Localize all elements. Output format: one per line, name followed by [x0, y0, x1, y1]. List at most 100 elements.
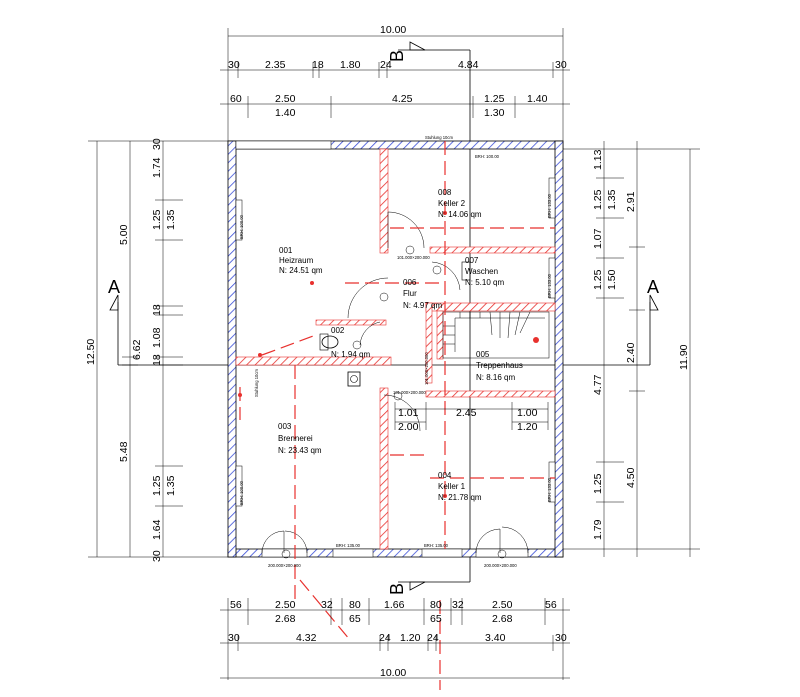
top-total-dim: 10.00	[380, 24, 406, 36]
top-dim: 60	[230, 93, 242, 105]
room-005: 005 Treppenhaus N: 8.16 qm	[476, 350, 523, 382]
bottom-dim: 2.50	[492, 599, 513, 611]
room-005-name: Treppenhaus	[476, 361, 523, 370]
left-inner-dim: 1.35	[165, 475, 177, 496]
left-mid-dim: 5.48	[118, 441, 130, 462]
room-003: 003 Brennerei N: 23.43 qm	[278, 422, 322, 455]
dimensions-top: 10.00 30 2.35 18 1.80 24 4.84 30 60 2.50…	[220, 24, 570, 141]
bottom-dim: 1.66	[384, 599, 405, 611]
right-mid-dim: 2.40	[625, 342, 637, 363]
bottom-dim: 65	[430, 613, 442, 625]
doors	[261, 211, 529, 559]
window-label: BRH: 100.00	[475, 154, 500, 159]
right-inner-dim: 1.25	[592, 473, 604, 494]
room-001: 001 Heizraum N: 24.51 qm	[279, 246, 323, 275]
window-label: BRH: 135.00	[424, 543, 449, 548]
top-dim: 1.25	[484, 93, 505, 105]
bottom-dim: 80	[349, 599, 361, 611]
room-008-name: Keller 2	[438, 199, 466, 208]
room-001-area: N: 24.51 qm	[279, 266, 323, 275]
opening-label: 200.000×200.000	[484, 563, 517, 568]
room-003-name: Brennerei	[278, 434, 313, 443]
top-dim: 1.40	[527, 93, 548, 105]
right-inner-dim: 1.79	[592, 519, 604, 540]
room-008: 008 Keller 2 N: 14.06 qm	[438, 188, 482, 219]
bottom-dim: 2.68	[275, 613, 296, 625]
dimensions-bottom: 56 2.50 32 80 1.66 80 32 2.50 56 2.68 65…	[220, 598, 570, 680]
room-008-id: 008	[438, 188, 452, 197]
left-inner-dim: 1.08	[151, 327, 163, 348]
bottom-dim: 3.40	[485, 632, 506, 644]
stair-treads	[443, 311, 531, 345]
bottom-dim: 32	[321, 599, 333, 611]
inner-dimensions: 1.01 2.45 1.00 2.00 1.20	[394, 402, 549, 433]
room-006-area: N: 4.97 qm	[403, 301, 442, 310]
opening-label: 101.000×200.000	[397, 255, 430, 260]
bottom-dim: 65	[349, 613, 361, 625]
top-dim: 4.25	[392, 93, 413, 105]
room-004-area: N: 21.78 qm	[438, 493, 482, 502]
room-003-area: N: 23.43 qm	[278, 446, 322, 455]
left-outer-dim: 12.50	[85, 339, 97, 365]
bottom-dim: 56	[545, 599, 557, 611]
room-006: 006 Flur N: 4.97 qm	[403, 278, 442, 310]
opening-label: 101.000×200.000	[393, 390, 426, 395]
right-inner-dim: 1.50	[606, 269, 618, 290]
staircase	[442, 311, 550, 359]
section-a-right-label: A	[647, 277, 659, 297]
window-label: BRH: 133.00	[547, 477, 552, 502]
right-inner-dim: 4.77	[592, 374, 604, 395]
top-dim: 18	[312, 59, 324, 71]
right-outer-dim: 11.90	[678, 344, 690, 370]
fixtures	[319, 261, 471, 387]
top-dim: 2.50	[275, 93, 296, 105]
inner-dim: 1.00	[517, 407, 538, 419]
section-a-left-label: A	[108, 277, 120, 297]
room-001-name: Heizraum	[279, 256, 314, 265]
right-mid-dim: 4.50	[625, 467, 637, 488]
bottom-dim: 1.20	[400, 632, 421, 644]
inner-dim: 2.00	[398, 421, 419, 433]
room-004-name: Keller 1	[438, 482, 466, 491]
right-inner-dim: 1.25	[592, 269, 604, 290]
inner-dim: 1.20	[517, 421, 538, 433]
bottom-dim: 24	[427, 632, 439, 644]
top-dim: 30	[228, 59, 240, 71]
section-b-top-label: B	[387, 50, 407, 62]
room-001-id: 001	[279, 246, 293, 255]
opening-label: 200.000×200.000	[268, 563, 301, 568]
right-inner-dim: 1.13	[592, 149, 604, 170]
right-inner-dim: 1.35	[606, 189, 618, 210]
interior-walls	[235, 148, 556, 550]
small-note-top: Stuhlung 10cm	[425, 135, 453, 140]
room-labels: 001 Heizraum N: 24.51 qm 002 N: 1.94 qm …	[278, 188, 523, 502]
top-dim: 4.84	[458, 59, 479, 71]
bottom-dim: 2.50	[275, 599, 296, 611]
right-inner-dim: 1.07	[592, 228, 604, 249]
room-004-id: 004	[438, 471, 452, 480]
right-inner-dim: 1.25	[592, 189, 604, 210]
room-006-name: Flur	[403, 289, 417, 298]
dimensions-right: 11.90 2.91 2.40 4.50 1.13 1.25 1.35 1.07…	[563, 141, 700, 557]
room-007-name: Waschen	[465, 267, 498, 276]
bottom-dim: 56	[230, 599, 242, 611]
left-inner-dim: 30	[151, 550, 163, 562]
inner-dim: 1.01	[398, 407, 419, 419]
window-label: BRH: 100.00	[239, 214, 244, 239]
left-mid-dim: 6.62	[131, 339, 143, 360]
window-labels: BRH: 100.00 BRH: 135.00 BRH: 135.00 BRH:…	[239, 154, 552, 548]
left-inner-dim: 30	[151, 138, 163, 150]
room-005-area: N: 8.16 qm	[476, 373, 515, 382]
room-008-area: N: 14.06 qm	[438, 210, 482, 219]
left-inner-dim: 18	[151, 304, 163, 316]
left-inner-dim: 1.35	[165, 209, 177, 230]
bottom-total-dim: 10.00	[380, 667, 406, 679]
inner-dim: 2.45	[456, 407, 477, 419]
top-dim: 30	[555, 59, 567, 71]
window-label: BRH: 100.00	[239, 480, 244, 505]
bottom-dim: 30	[555, 632, 567, 644]
left-inner-dim: 1.25	[151, 475, 163, 496]
room-004: 004 Keller 1 N: 21.78 qm	[438, 471, 482, 502]
bottom-dim: 24	[379, 632, 391, 644]
